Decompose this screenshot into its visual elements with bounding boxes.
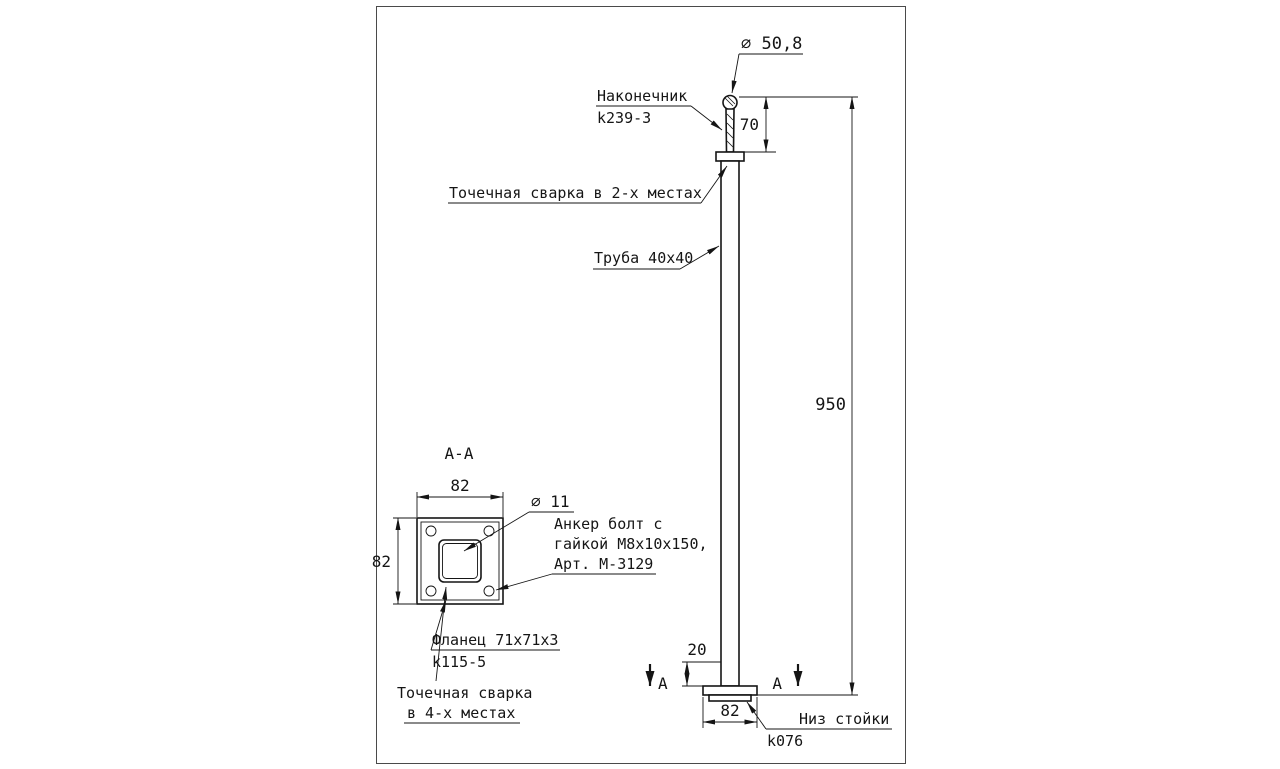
tube-inner-wall	[442, 543, 478, 579]
label-flange: Фланец 71х71х3 k115-5	[430, 599, 560, 671]
section-view-title: А-А	[445, 444, 474, 463]
drawing-frame	[376, 6, 906, 764]
base-plate	[702, 685, 758, 696]
label-spot-weld-2: Точечная сварка в 2-х местах	[448, 165, 728, 204]
svg-text:∅ 11: ∅ 11	[531, 492, 570, 511]
label-bottom-name: Низ стойки	[799, 710, 889, 728]
spot-weld-4-line1: Точечная сварка	[397, 684, 532, 702]
label-tip-diameter: ∅ 50,8	[731, 34, 803, 94]
dim-82-base-value: 82	[720, 701, 739, 720]
base-plate-lip	[708, 694, 752, 702]
anchor-bolt-line1: Анкер болт с	[554, 515, 662, 533]
flange-line2: k115-5	[432, 653, 486, 671]
dimension-70: 70	[740, 96, 776, 153]
dimension-950: 950	[739, 96, 858, 696]
dim-950-value: 950	[815, 395, 846, 415]
dimension-82-horizontal: 82	[416, 476, 504, 517]
tip-stem-hatch	[726, 113, 734, 148]
dimension-20: 20	[682, 640, 721, 687]
pole-front-view	[702, 94, 758, 702]
label-tip-name: Наконечник k239-3	[596, 87, 723, 131]
label-spot-weld-4: Точечная сварка в 4-х местах	[397, 586, 532, 724]
tube-cross-section	[438, 539, 482, 583]
dim-20-value: 20	[687, 640, 706, 659]
label-hole-diameter: ∅ 11	[463, 492, 574, 552]
anchor-bolt-line2: гайкой М8х10х150,	[554, 535, 708, 553]
flange-inner-edge	[420, 521, 500, 601]
label-bottom-part: Низ стойки k076	[746, 701, 892, 750]
label-bottom-code: k076	[767, 732, 803, 750]
label-anchor-bolt: Анкер болт с гайкой М8х10х150, Арт. М-31…	[495, 515, 708, 591]
dim-70-value: 70	[740, 115, 759, 134]
flange-line1: Фланец 71х71х3	[432, 631, 558, 649]
svg-text:Наконечник: Наконечник	[597, 87, 687, 105]
tube-body	[720, 160, 740, 687]
label-tip-code: k239-3	[597, 109, 651, 127]
svg-text:∅ 50,8: ∅ 50,8	[741, 34, 802, 54]
svg-text:Точечная сварка в 2-х местах: Точечная сварка в 2-х местах	[449, 184, 702, 202]
tip-stem	[725, 108, 735, 153]
section-mark-right: А	[772, 664, 803, 693]
section-letter-left: А	[658, 674, 668, 693]
section-letter-right: А	[772, 674, 782, 693]
label-tube: Труба 40х40	[593, 245, 720, 270]
dimension-82-base: 82	[702, 697, 758, 728]
dim-82-v-value: 82	[372, 552, 391, 571]
section-mark-left: А	[645, 664, 668, 693]
tip-collar	[715, 151, 745, 162]
dim-82-h-value: 82	[450, 476, 469, 495]
spot-weld-4-line2: в 4-х местах	[407, 704, 515, 722]
tip-ball-hatch	[724, 96, 736, 107]
flange-outline	[416, 517, 504, 605]
dimension-82-vertical: 82	[372, 517, 416, 605]
anchor-bolt-line3: Арт. М-3129	[554, 555, 653, 573]
svg-text:Труба 40х40: Труба 40х40	[594, 249, 693, 267]
section-view-a-a: А-А 82 82 ∅ 11	[372, 444, 708, 724]
